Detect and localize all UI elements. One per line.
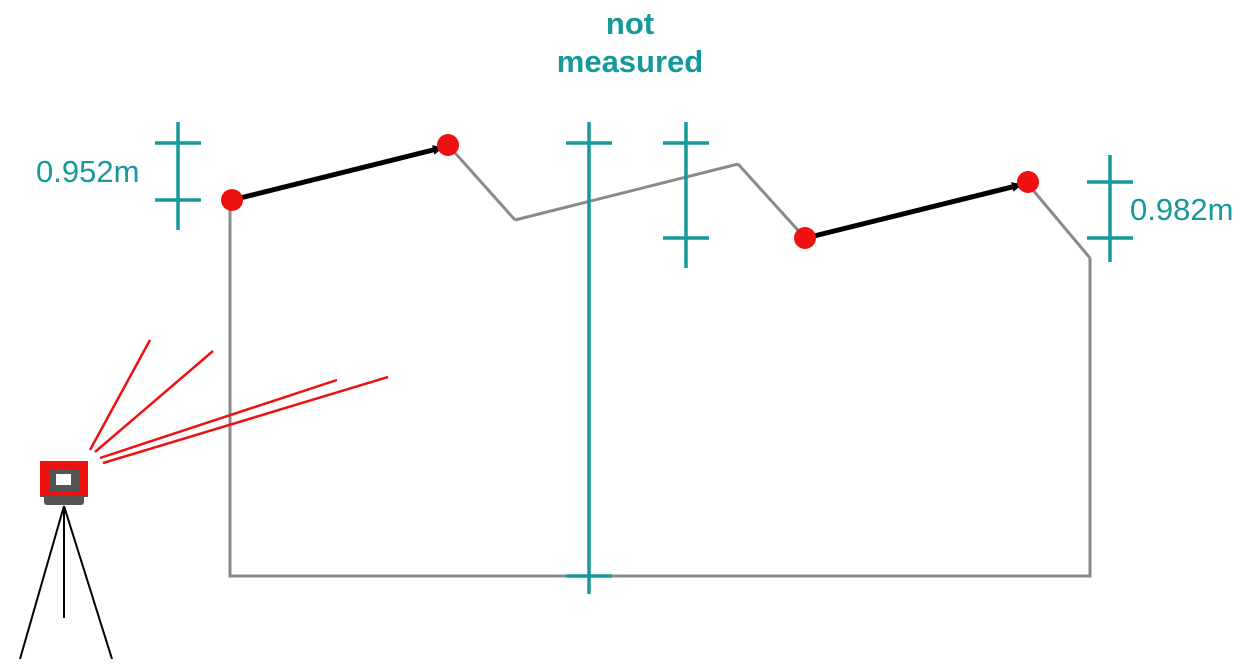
total-station-icon: [40, 461, 88, 505]
outline-roof-segment-2: [514, 162, 739, 222]
laser-beams: [88, 339, 389, 465]
point-2: [437, 134, 459, 156]
point-4: [1017, 171, 1039, 193]
measured-points: [221, 134, 1039, 249]
building-outline: [228, 144, 1092, 578]
dimension-label-left: 0.952m: [36, 154, 140, 189]
outline-roof-segment-1: [446, 144, 517, 221]
tripod-icon: [19, 505, 113, 660]
dimension-marker-right: [1087, 155, 1133, 262]
outline-left-wall: [228, 205, 1092, 578]
dimension-marker-middle: [663, 122, 709, 268]
annotation-line-2: measured: [556, 44, 704, 79]
annotation-line-1: not: [605, 6, 655, 41]
outline-roof-segment-3: [736, 162, 807, 240]
outline-roof-segment-4: [1025, 182, 1092, 259]
point-3: [794, 227, 816, 249]
point-1: [221, 189, 243, 211]
not-measured-annotation: not measured: [540, 5, 720, 81]
measurement-arrow-left: [231, 145, 443, 203]
dimension-marker-left: [155, 122, 201, 230]
measurement-arrow-right: [805, 182, 1022, 241]
dimension-label-right: 0.982m: [1130, 192, 1234, 227]
dimension-marker-center: [566, 122, 612, 594]
